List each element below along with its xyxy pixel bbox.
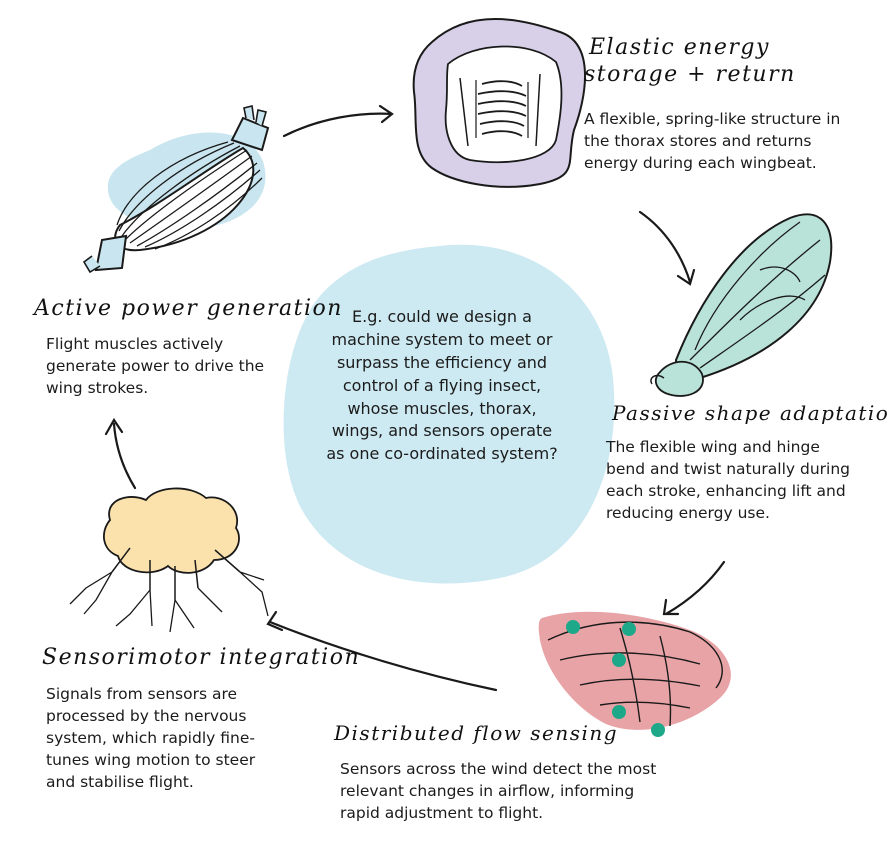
arrow-elastic-to-passive (638, 210, 696, 286)
flexible-wing-illustration (650, 213, 833, 397)
cycle-arrows (104, 104, 726, 692)
sensorimotor-title: Sensorimotor integration (42, 645, 361, 670)
flow-description: Sensors across the wind detect the most … (340, 760, 657, 822)
sensor-wing-illustration (538, 611, 731, 737)
active-description: Flight muscles actively generate power t… (46, 335, 265, 397)
center-question: E.g. could we design a machine system to… (326, 307, 558, 464)
passive-title: Passive shape adaptation (612, 401, 889, 425)
arrow-passive-to-flow (662, 560, 726, 616)
sensorimotor-description: Signals from sensors are processed by th… (46, 685, 256, 791)
nervous-system-illustration (69, 487, 269, 633)
elastic-title-line1: Elastic energy (589, 35, 770, 60)
arrow-sensorimotor-to-active (104, 417, 137, 490)
muscle-illustration (82, 105, 270, 274)
center-blob (283, 244, 615, 584)
arrow-active-to-elastic (282, 104, 394, 138)
passive-description: The flexible wing and hinge bend and twi… (606, 438, 851, 522)
active-title: Active power generation (34, 296, 343, 321)
thorax-spring-illustration (412, 18, 586, 188)
flow-title: Distributed flow sensing (334, 721, 619, 745)
elastic-title-line2: storage + return (584, 62, 796, 87)
sensor-dots (566, 620, 665, 737)
elastic-description: A flexible, spring-like structure in the… (584, 110, 841, 172)
arrow-flow-to-sensorimotor (266, 610, 498, 692)
